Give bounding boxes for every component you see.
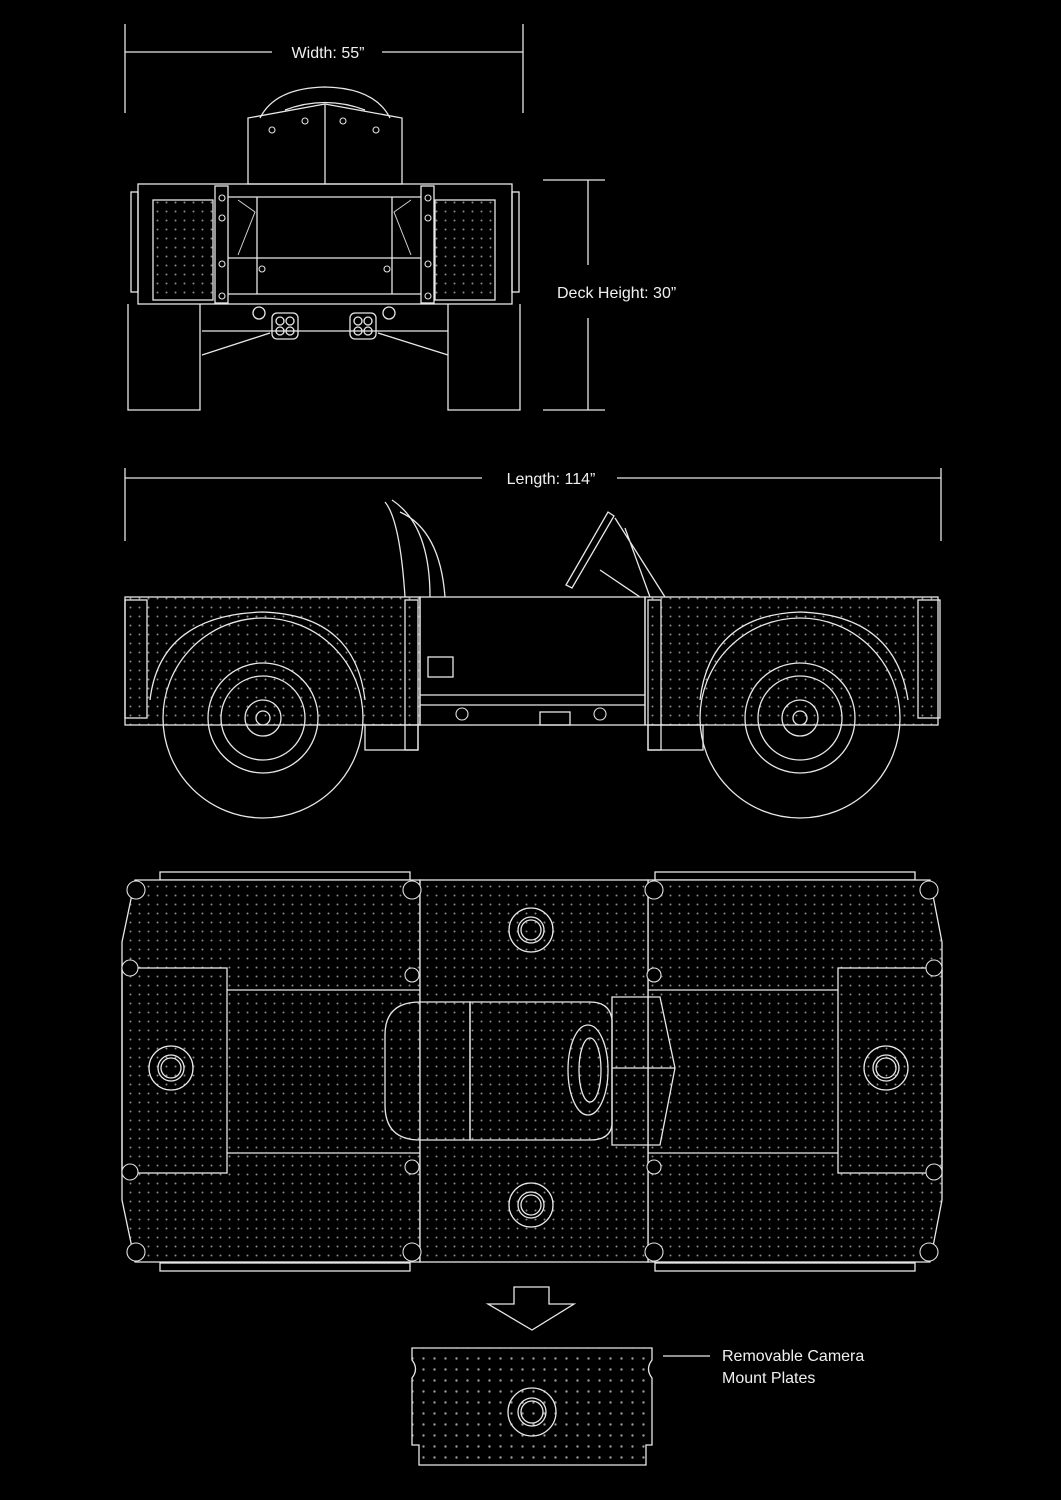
- cab-top: [384, 996, 676, 1146]
- wheel-rear-side: [149, 611, 366, 819]
- corner-posts: [121, 880, 943, 1262]
- front-view: Width: 55”: [124, 24, 676, 411]
- length-label: Length: 114”: [507, 471, 596, 488]
- steering-side: [565, 511, 666, 598]
- removable-camera-plate: [411, 1347, 653, 1466]
- deck-height-dimension: Deck Height: 30”: [543, 179, 676, 411]
- deck-front: [130, 183, 520, 305]
- side-view: Length: 114”: [124, 468, 942, 819]
- wheel-front-side: [699, 611, 909, 819]
- seat-front: [247, 86, 403, 185]
- width-label: Width: 55”: [292, 45, 365, 62]
- deck-height-label: Deck Height: 30”: [557, 285, 676, 302]
- down-arrow-icon: [485, 1286, 577, 1331]
- callout-line-2: Mount Plates: [722, 1370, 815, 1387]
- front-lights: [201, 306, 449, 356]
- callout-line-1: Removable Camera: [722, 1348, 864, 1365]
- seat-side: [384, 499, 446, 598]
- front-wheels: [127, 304, 521, 411]
- camera-mount-right: [863, 1045, 909, 1091]
- camera-mount-left: [148, 1045, 194, 1091]
- camera-mount-bottom: [508, 1182, 554, 1228]
- camera-mount-top: [508, 907, 554, 953]
- width-dimension: Width: 55”: [124, 24, 524, 113]
- top-view: [121, 871, 943, 1272]
- length-dimension: Length: 114”: [124, 468, 942, 541]
- plate-callout: Removable Camera Mount Plates: [663, 1348, 864, 1387]
